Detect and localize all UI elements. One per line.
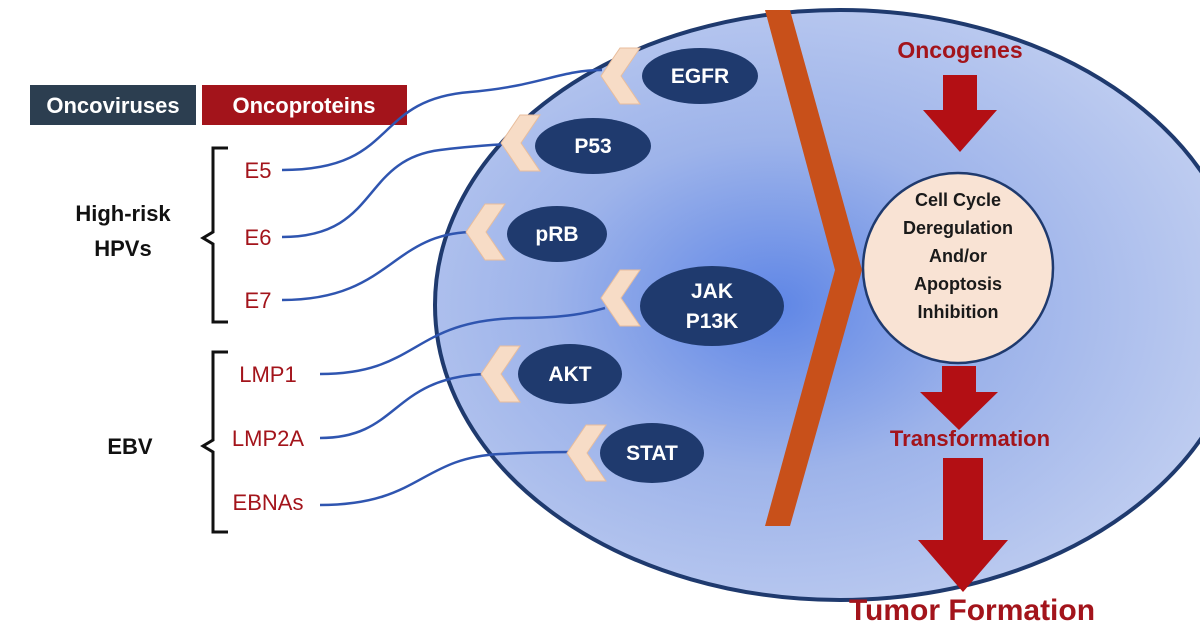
legend-oncoviruses-box bbox=[30, 85, 196, 125]
protein-e7: E7 bbox=[245, 288, 272, 313]
target-stat-label: STAT bbox=[626, 442, 678, 465]
target-p53-label: P53 bbox=[574, 135, 611, 158]
bracket-ebv bbox=[200, 350, 228, 534]
target-jak-label: JAK bbox=[691, 280, 733, 303]
target-egfr-label: EGFR bbox=[671, 65, 729, 88]
legend-oncoproteins: Oncoproteins bbox=[232, 93, 375, 118]
group-label-high-risk-hpvs-line2: HPVs bbox=[94, 236, 151, 261]
target-prb-label: pRB bbox=[535, 223, 578, 246]
chevron-prb bbox=[465, 203, 506, 261]
chevron-p53 bbox=[500, 114, 541, 172]
process-circle bbox=[861, 171, 1055, 365]
connector-e5-egfr bbox=[281, 68, 603, 172]
connector-lmp1-jak bbox=[319, 306, 606, 376]
connector-e6-p53 bbox=[281, 141, 515, 239]
protein-ebnas: EBNAs bbox=[233, 490, 304, 515]
protein-e6: E6 bbox=[245, 225, 272, 250]
flow-oncogenes: Oncogenes bbox=[897, 37, 1022, 63]
protein-lmp2a: LMP2A bbox=[232, 426, 304, 451]
target-jak-p13k bbox=[640, 266, 784, 346]
legend-oncoproteins-box bbox=[202, 85, 407, 125]
connector-e7-prb bbox=[281, 230, 471, 302]
process-line-4: Apoptosis bbox=[914, 274, 1002, 294]
process-line-1: Cell Cycle bbox=[915, 190, 1001, 210]
chevron-egfr bbox=[600, 47, 641, 105]
connector-lmp2a-akt bbox=[319, 372, 486, 440]
target-p13k-label: P13K bbox=[686, 310, 739, 333]
chevron-jak-p13k bbox=[600, 269, 641, 327]
arrow-oncogenes-to-process bbox=[923, 75, 997, 152]
target-akt bbox=[518, 344, 622, 404]
cell-body bbox=[433, 8, 1200, 602]
target-prb bbox=[507, 206, 607, 262]
target-egfr bbox=[642, 48, 758, 104]
connector-ebnas-stat bbox=[319, 450, 573, 507]
flow-transformation: Transformation bbox=[890, 426, 1050, 451]
target-akt-label: AKT bbox=[548, 363, 591, 386]
group-label-ebv: EBV bbox=[107, 434, 153, 459]
legend-oncoviruses: Oncoviruses bbox=[46, 93, 179, 118]
bracket-high-risk-hpvs bbox=[200, 146, 228, 324]
receptor-chevrons bbox=[465, 47, 641, 482]
chevron-akt bbox=[480, 345, 521, 403]
connectors bbox=[281, 68, 606, 507]
group-label-high-risk-hpvs: High-risk bbox=[75, 201, 171, 226]
membrane-chevron bbox=[765, 10, 862, 526]
target-p53 bbox=[535, 118, 651, 174]
chevron-stat bbox=[566, 424, 607, 482]
target-stat bbox=[600, 423, 704, 483]
protein-e5: E5 bbox=[245, 158, 272, 183]
process-line-3: And/or bbox=[929, 246, 987, 266]
arrow-transformation-to-tumor bbox=[918, 458, 1008, 592]
protein-lmp1: LMP1 bbox=[239, 362, 296, 387]
arrow-process-to-transformation bbox=[920, 366, 998, 430]
process-line-2: Deregulation bbox=[903, 218, 1013, 238]
process-line-5: Inhibition bbox=[918, 302, 999, 322]
flow-tumor-formation: Tumor Formation bbox=[849, 594, 1095, 627]
